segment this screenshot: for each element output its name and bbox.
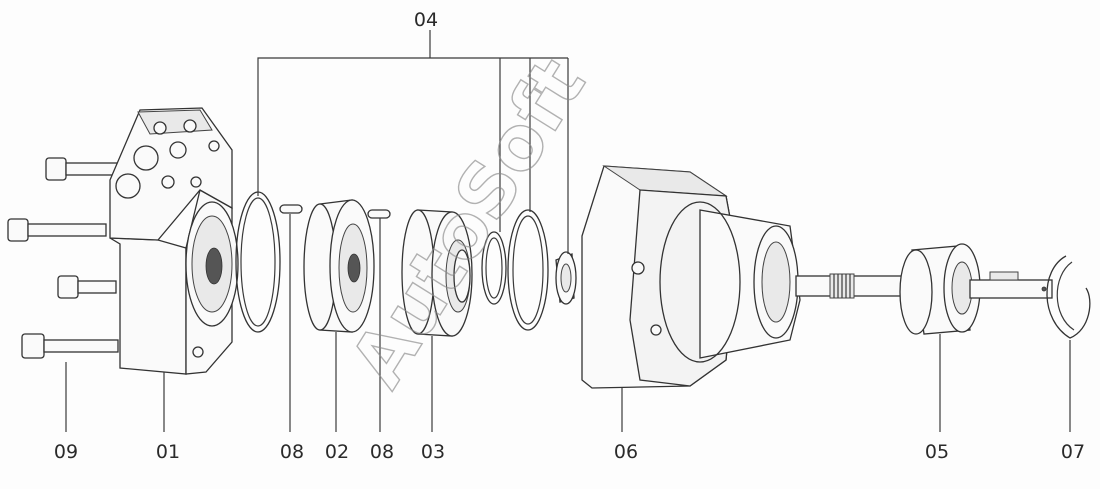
watermark: AutoSoft bbox=[334, 44, 602, 402]
pin-08-left bbox=[279, 204, 303, 214]
label-03: 03 bbox=[421, 441, 445, 463]
label-09: 09 bbox=[54, 441, 78, 463]
o-ring-04 bbox=[235, 191, 281, 333]
label-08-left: 08 bbox=[280, 441, 304, 463]
bolt bbox=[7, 218, 107, 242]
leader-lines bbox=[65, 30, 1071, 432]
motor-housing-06 bbox=[581, 165, 801, 389]
distributor-plate-03 bbox=[401, 209, 473, 337]
bolt bbox=[57, 275, 117, 299]
seal-ring-04-small bbox=[481, 231, 507, 305]
label-07: 07 bbox=[1061, 441, 1085, 463]
bolt-group-09 bbox=[7, 157, 119, 359]
pin-08-right bbox=[367, 209, 391, 219]
label-04: 04 bbox=[414, 9, 438, 31]
label-02: 02 bbox=[325, 441, 349, 463]
bushing-04 bbox=[555, 251, 577, 305]
label-01: 01 bbox=[156, 441, 180, 463]
valve-housing-01 bbox=[109, 107, 239, 375]
bolt bbox=[21, 333, 119, 359]
label-06: 06 bbox=[614, 441, 638, 463]
seal-ring-04-large bbox=[507, 209, 549, 331]
drive-shaft-05 bbox=[795, 243, 1053, 335]
bolt bbox=[45, 157, 119, 181]
label-05: 05 bbox=[925, 441, 949, 463]
label-08-right: 08 bbox=[370, 441, 394, 463]
gerotor-set-02 bbox=[303, 199, 375, 333]
retaining-ring-07 bbox=[1046, 255, 1091, 339]
